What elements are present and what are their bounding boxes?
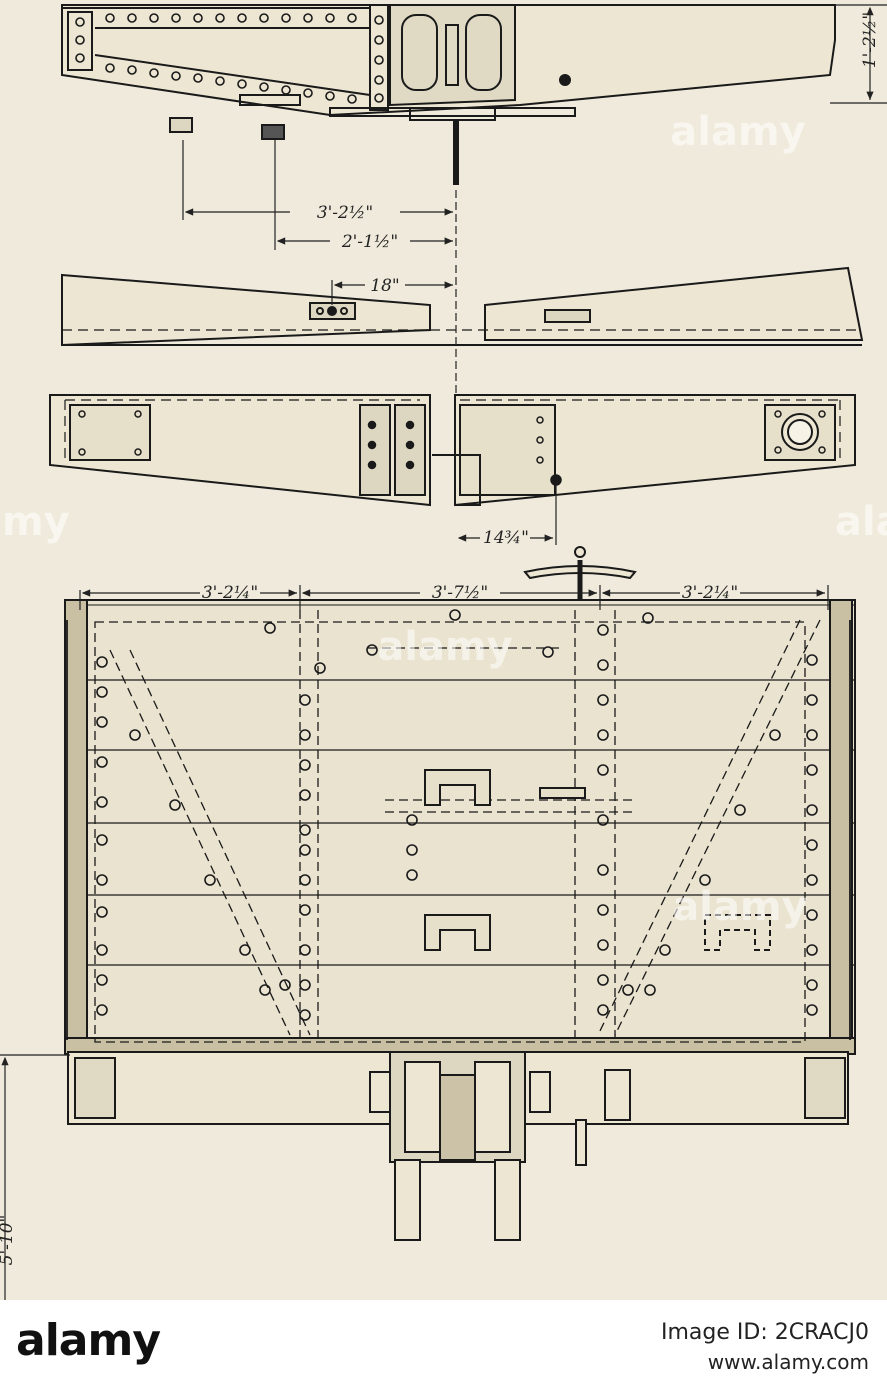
coupler-brackets (424, 769, 771, 951)
dimension-18: 18" (370, 276, 399, 296)
end-sill-drawing-svg: 1'-2½" 3'-2½" 2'-1½" 18" (0, 4, 887, 1300)
wood-end-posts (66, 620, 851, 1040)
overall-dimension (0, 1054, 70, 1300)
footer-bar (0, 1300, 887, 1390)
site-url: www.alamy.com (707, 1350, 869, 1374)
watermark-center: alamy (670, 109, 805, 155)
watermark-middle: alamy (377, 624, 512, 670)
dimension-5-10: 5'-10" (0, 1215, 17, 1266)
alamy-logo: alamy (16, 1315, 161, 1366)
watermark-left: my (2, 499, 70, 545)
lower-sill (67, 1051, 849, 1241)
dimension-3-2-half: 3'-2½" (317, 203, 373, 223)
plan-dimension-lines (79, 585, 829, 610)
end-frame (64, 599, 856, 1055)
upper-dimension-lines (182, 140, 457, 260)
dimension-2-1-half: 2'-1½" (341, 232, 398, 252)
technical-drawing: 1'-2½" 3'-2½" 2'-1½" 18" (0, 4, 887, 1300)
plan-rivets (78, 410, 826, 486)
dimension-14-three-quarter: 14¾" (483, 528, 529, 548)
plan-dimension-right: 3'-2¼" (682, 583, 738, 603)
top-height-dimension (830, 4, 887, 104)
hidden-lines (94, 610, 821, 1043)
middle-side-view (61, 266, 864, 347)
dimension-14-line (457, 485, 557, 545)
watermark-lower: alamy (672, 884, 807, 930)
top-rivets (75, 13, 384, 104)
plan-dimension-center: 3'-7½" (432, 583, 488, 603)
image-id: Image ID: 2CRACJ0 (661, 1320, 869, 1345)
mid-dimension-18 (331, 265, 457, 400)
plan-dimension-left: 3'-2¼" (202, 583, 258, 603)
top-elevation (61, 4, 836, 185)
plan-view (49, 394, 856, 507)
watermark-right: ala (835, 499, 887, 545)
top-height-label: 1'-2½" (860, 12, 880, 68)
end-rivets (96, 609, 818, 1021)
